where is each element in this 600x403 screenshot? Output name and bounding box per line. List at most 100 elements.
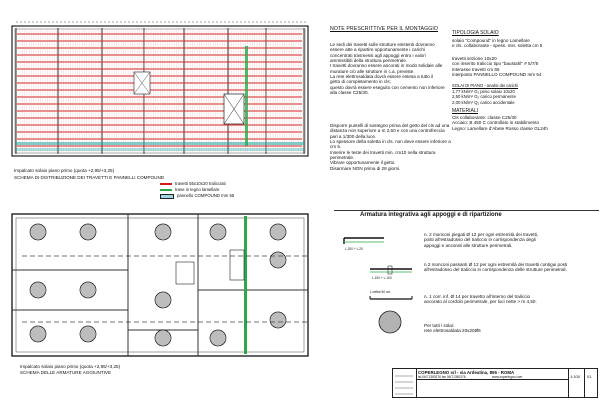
plan-top-subtitle: SCHEMA DI DISTRIBUZIONE DEI TRAVETTI E P…: [14, 175, 165, 180]
detail-label-3: L.netta+40 cm: [370, 290, 391, 294]
text-line: cm 5.: [330, 144, 342, 150]
text-line: travetti sezione 10x20: [452, 56, 497, 61]
text-line: Inserire le teste dei travetti min. cm10…: [330, 149, 436, 155]
text-line: Le sedi dei travetti sulle strutture esi…: [330, 42, 435, 47]
rebar-mesh-marker: [154, 329, 172, 347]
inner-wall: [14, 28, 306, 154]
armatura-item-3: n. 1 corr. inf. Ø 14 per travetto all'in…: [424, 294, 537, 305]
plan-bottom-subtitle: SCHEMA DELLE ARMATURE AGGIUNTIVE: [20, 370, 112, 375]
company-phone: tel.06/71350376 fax 06/71350376: [418, 375, 466, 379]
detail-label-2: L.100 + L.100: [372, 276, 392, 280]
text-line: 1,77 kN/m² G₁ peso solaio 10x20: [452, 89, 515, 94]
rebar-mesh-marker: [269, 311, 287, 329]
detail-monconi-passanti: L.100 + L.100: [370, 265, 412, 280]
title-block-logo-cell: [392, 368, 417, 398]
text-line: Legno: Lamellare d'Abete Rosso classe GL…: [452, 125, 548, 131]
text-line: Disarmare NON prima di 28 giorni.: [330, 165, 401, 171]
armatura-item-2: n.2 monconi passanti Ø 12 per ogni estre…: [424, 262, 567, 273]
text-line: ancorato al cordolo perimetrale, per luc…: [424, 299, 537, 305]
green-beam: [244, 216, 247, 354]
text-line: solaio "Compound" in legno Lamellare: [452, 38, 530, 43]
text-line: I travetti dovranno essere ancorati in m…: [330, 63, 443, 69]
legend-label: travetti 55x10x20 tralicciati: [175, 181, 226, 187]
rebar-mesh-marker: [79, 325, 97, 343]
rebar-mesh-marker: [29, 223, 47, 241]
text-line: pari a 1/300 della luce.: [330, 133, 377, 139]
stair-opening: [175, 261, 195, 285]
rebar-mesh-marker: [154, 291, 172, 309]
text-line: n. 2 monconi piegati Ø 12 per ogni estre…: [424, 232, 539, 237]
text-line: essere atte a ripartire opportunamente i…: [330, 47, 425, 53]
armatura-section: [334, 210, 599, 371]
text-line: Cls collaborante: classe C25/30: [452, 115, 517, 120]
armatura-details: L.200 + L.20 L.100 + L.100 L.netta+40 cm: [343, 237, 413, 334]
text-line: all'estradosso del traliccio in corrispo…: [424, 267, 567, 273]
legend-label: pannello COMPOUND mm 55: [177, 193, 235, 199]
text-line: perimetrale.: [330, 155, 355, 161]
text-line: distanza non superiore a m 2,50 e con un…: [330, 128, 445, 134]
legend-swatch: [160, 183, 172, 185]
rebar-mesh-marker: [154, 223, 172, 241]
green-beam: [245, 46, 248, 146]
text-line: 2,00 kN/m² Q₁ carico accidentale: [452, 99, 515, 105]
title-block: COPERLEGNO srl - via Ardeatina, 855 - RO…: [392, 368, 598, 398]
text-line: alla classe C25/30.: [330, 90, 369, 96]
plan-top-title: Impalcato solaio piano primo (quota +2,9…: [14, 168, 115, 173]
text-line: 2,50 kN/m² G₂ carico permanente: [452, 94, 516, 100]
text-line: Acciaio: B 450 C controllato in stabilim…: [452, 120, 540, 126]
shaft-diagonal: [133, 71, 151, 95]
mesh-symbol: [378, 310, 402, 334]
text-line: posti all'estradosso del traliccio in co…: [424, 237, 536, 243]
armatura-item-1: n. 2 monconi piegati Ø 12 per ogni estre…: [424, 232, 538, 248]
rebar-mesh-marker: [209, 223, 227, 241]
text-line: n. 1 corr. inf. Ø 14 per travetto all'in…: [424, 294, 531, 299]
company-name: COPERLEGNO srl - via Ardeatina, 855 - RO…: [418, 370, 515, 375]
tipologia-heading: TIPOLOGIA SOLAIO: [452, 30, 499, 36]
outer-wall: [11, 25, 309, 157]
text-line: La rete elettrosaldata dovrà essere este…: [330, 74, 434, 80]
materials-heading: MATERIALI: [452, 108, 479, 114]
teal-band: [16, 142, 304, 145]
plan-armature: [11, 213, 309, 357]
text-line: Lo spessore della soletta in cls. non de…: [330, 139, 451, 145]
detail-label-1: L.200 + L.20: [345, 247, 363, 251]
shaft-opening: [229, 249, 245, 281]
text-line: Disporre puntelli di sostegno prima del …: [330, 123, 450, 128]
text-line: rete elettrosaldata 20x20Ø6: [424, 328, 481, 334]
legend-item-beam: trave in legno lamellare: [160, 187, 234, 193]
legend-swatch: [160, 193, 174, 199]
text-line: interposto PANNELLO COMPOUND mm 54: [452, 72, 542, 78]
text-line: e cls. collaborante - spess. min. solett…: [452, 43, 543, 49]
text-line: n.2 monconi passanti Ø 12 per ogni estre…: [424, 262, 568, 267]
text-line: questo dovrà essere eseguito con cemento…: [330, 84, 445, 90]
teal-band: [16, 148, 304, 151]
outer-wall: [11, 213, 309, 357]
company-website: www.coperlegno.com: [492, 375, 523, 379]
legend-swatch: [160, 189, 172, 191]
scale-value: 1:100: [570, 374, 581, 379]
detail-monconi-piegati: L.200 + L.20: [343, 237, 384, 251]
text-line: murature c/o alle strutture in c.a. prev…: [330, 68, 415, 74]
rebar-mesh-marker: [269, 251, 287, 269]
detail-corrente-inferiore: L.netta+40 cm: [369, 290, 413, 300]
text-line: appoggi e ancorati alle strutture perime…: [424, 242, 513, 248]
text-line: Per tutti i solai:: [424, 323, 455, 328]
stair-diagonal: [223, 93, 245, 125]
legend-label: trave in legno lamellare: [175, 187, 220, 193]
sheet-number: 01: [587, 374, 592, 379]
plan-legend: travetti 55x10x20 tralicciati trave in l…: [160, 181, 234, 199]
text-line: Vibrare opportunamente il getto.: [330, 160, 396, 166]
legend-item-joist: travetti 55x10x20 tralicciati: [160, 181, 234, 187]
armatura-heading: Armatura integrativa agli appoggi e di r…: [360, 212, 502, 218]
rebar-mesh-marker: [209, 329, 227, 347]
plan-travetti: [11, 21, 309, 157]
inner-wall: [15, 217, 305, 353]
notes-paragraph-2: Disporre puntelli di sostegno prima del …: [330, 123, 451, 171]
loads-heading: SOLAI DI PIANO - analisi dei carichi: [452, 83, 518, 88]
rebar-mesh-marker: [29, 325, 47, 343]
rebar-mesh-marker: [79, 281, 97, 299]
notes-heading: NOTE PRESCRITTIVE PER IL MONTAGGIO: [330, 26, 439, 32]
